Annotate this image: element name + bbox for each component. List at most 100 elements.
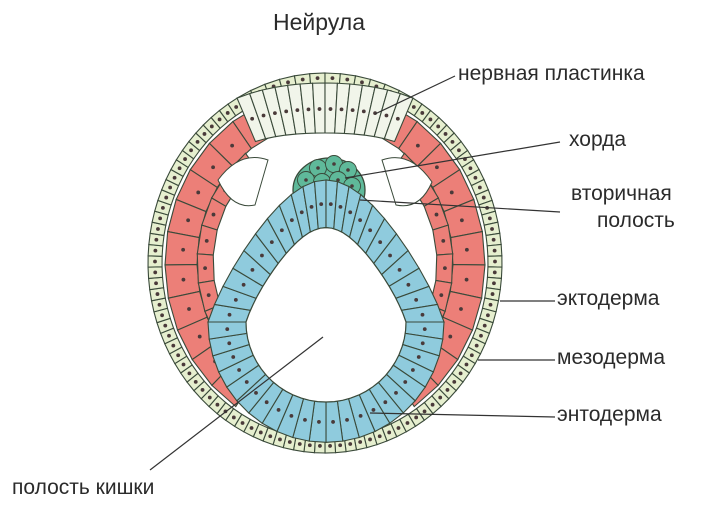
leader-neural-plate [374,75,456,115]
label-mesoderm: мезодерма [557,346,665,369]
mesoderm-cell-nucleus [464,277,469,282]
ectoderm-cell-nucleus [479,333,483,338]
ectoderm-cell-nucleus [307,443,312,448]
label-ectoderm: эктодерма [557,287,660,310]
neural-plate-cell-nucleus [250,116,255,121]
neural-plate-cell-nucleus [284,109,289,114]
mesoderm-cell-nucleus [181,277,186,282]
ectoderm-cell-nucleus [154,281,158,286]
ectoderm-cell-nucleus [300,77,305,82]
mesoderm-cell-nucleus [449,190,454,195]
neural-plate-cell-nucleus [306,107,311,112]
ectoderm-cell-nucleus [297,442,302,446]
endoderm-cell-nucleus [358,218,363,223]
leader-chord [344,141,561,179]
ectoderm-cell-nucleus [187,371,192,376]
ectoderm-cell-nucleus [411,105,416,109]
endoderm-cell-nucleus [225,327,230,332]
ectoderm-cell-nucleus [387,430,392,435]
ectoderm-cell-nucleus [358,440,363,444]
mesoderm-cell-nucleus [186,218,191,223]
endoderm-cell-nucleus [237,368,242,372]
ectoderm-cell-nucleus [492,270,497,275]
endoderm-cell-nucleus [420,312,425,317]
ectoderm-cell-nucleus [234,105,239,109]
mesoderm-cell-nucleus [448,334,453,339]
leader-secondary-cavity [359,199,561,213]
ectoderm-cell-nucleus [177,166,182,171]
endoderm-cell-nucleus [406,282,411,287]
ectoderm-cell-nucleus [200,388,205,392]
ectoderm-cell-nucleus [160,205,165,210]
endoderm-cell-nucleus [378,240,383,245]
ectoderm-cell-nucleus [488,302,493,307]
endoderm-cell-nucleus [345,417,349,422]
endoderm-cell-nucleus [414,297,419,302]
neural-plate-cell-nucleus [317,107,322,111]
ectoderm-cell-nucleus [172,175,177,180]
ectoderm-cell-nucleus [195,140,200,144]
ectoderm-cell-nucleus [464,362,469,367]
ectoderm-cell-nucleus [430,402,435,407]
mesoderm-cell-nucleus [464,247,469,252]
endoderm-cell-nucleus [371,408,376,412]
ectoderm-cell-nucleus [168,185,173,190]
endoderm-cell-nucleus [331,420,335,424]
endoderm-cell-nucleus [394,390,398,395]
mesoderm-cell-nucleus [187,307,191,311]
mesoderm-cell-nucleus [230,143,235,148]
endoderm-cell-nucleus [231,355,236,359]
ectoderm-cell-nucleus [330,76,335,81]
ectoderm-cell-nucleus [209,124,214,129]
endoderm-layer [207,179,445,443]
ectoderm-cell-nucleus [420,111,425,115]
neural-plate-cell-nucleus [261,113,266,118]
label-secondary-cavity-2: полость [597,209,675,232]
ectoderm-cell-nucleus [368,437,372,442]
diagram-title: Нейрула [273,9,365,35]
ectoderm-cell-nucleus [193,379,198,384]
ectoderm-cell-nucleus [164,195,169,200]
ectoderm-cell-nucleus [492,281,496,286]
ectoderm-cell-nucleus [469,353,474,358]
endoderm-cell-nucleus [260,253,264,258]
ectoderm-cell-nucleus [443,132,448,136]
label-endoderm: энтодерма [557,403,662,426]
ectoderm-cell-nucleus [217,117,222,122]
endoderm-cell-nucleus [403,380,408,384]
ectoderm-cell-nucleus [287,440,292,444]
chord-cell-nucleus [332,162,336,166]
label-gut-cavity: полость кишки [12,476,155,499]
mesoderm-cell-nucleus [197,334,202,339]
ectoderm-cell-nucleus [493,259,497,264]
mesoderm-cell-nucleus [203,266,207,271]
ectoderm-cell-nucleus [345,77,350,82]
gut-cavity [245,226,407,403]
ectoderm-cell-nucleus [438,395,443,400]
mesoderm-cell-nucleus [443,266,447,271]
ectoderm-cell-nucleus [428,117,433,122]
ectoderm-cell-nucleus [473,175,478,180]
ectoderm-cell-nucleus [468,166,473,171]
endoderm-cell-nucleus [227,341,232,346]
ectoderm-cell-nucleus [153,259,157,264]
leader-gut-cavity [149,336,324,471]
ectoderm-cell-nucleus [268,434,273,439]
mesoderm-cell-nucleus [415,143,420,148]
endoderm-cell-nucleus [317,420,321,424]
ectoderm-cell-nucleus [450,140,455,144]
endoderm-cell-nucleus [233,297,238,302]
ectoderm-cell-nucleus [183,157,187,161]
ectoderm-cell-nucleus [231,415,236,420]
endoderm-cell-nucleus [244,380,249,384]
ectoderm-cell-nucleus [338,443,343,448]
endoderm-cell-nucleus [254,390,258,395]
ectoderm-cell-nucleus [414,415,419,420]
ectoderm-cell-nucleus [348,442,353,446]
label-chord: хорда [569,128,627,151]
mesoderm-cell-nucleus [434,212,439,217]
ectoderm-cell-nucleus [474,343,479,348]
endoderm-cell-nucleus [264,400,269,405]
